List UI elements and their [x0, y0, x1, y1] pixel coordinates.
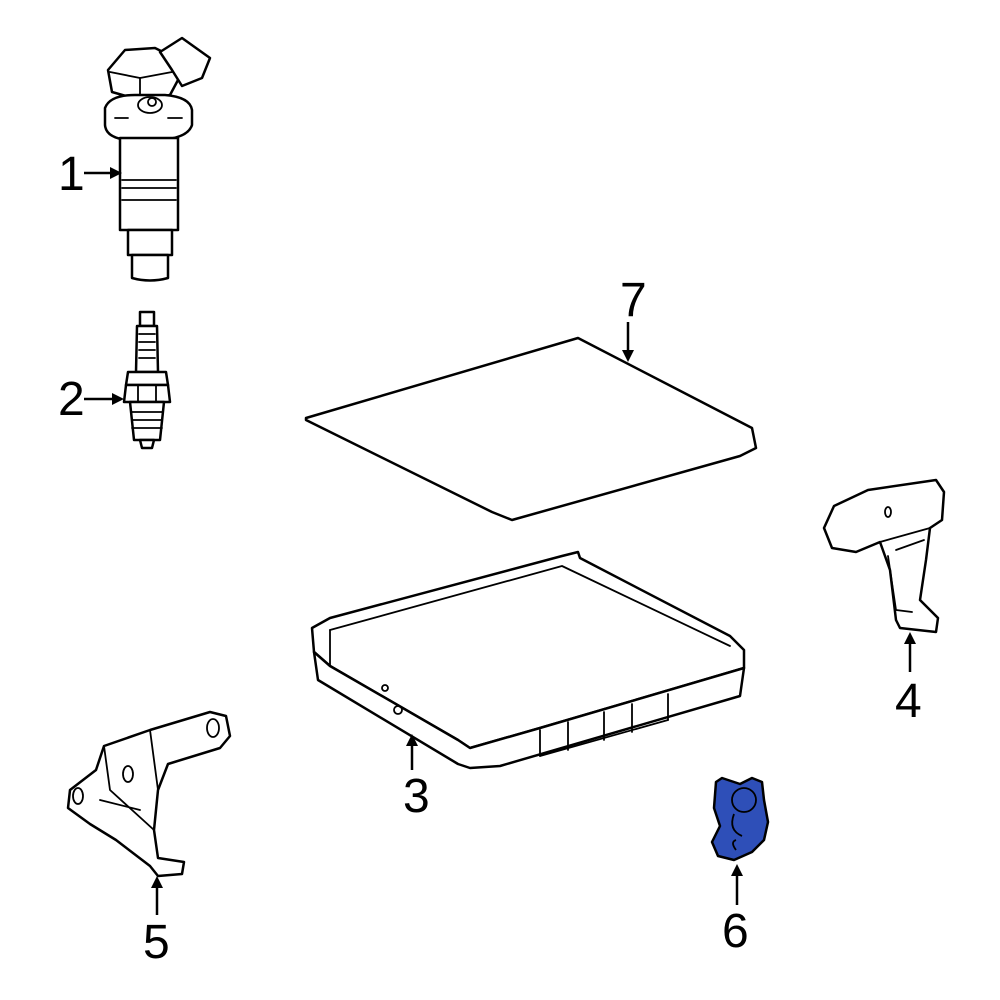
- callout-4: 4: [895, 632, 922, 728]
- part-bracket-4[interactable]: [822, 478, 946, 634]
- part-cover-plate[interactable]: [304, 336, 758, 522]
- callout-7: 7: [620, 274, 647, 362]
- callout-2: 2: [58, 373, 124, 426]
- callout-label-7: 7: [620, 274, 647, 327]
- callout-6: 6: [722, 864, 749, 958]
- part-bracket-5[interactable]: [66, 710, 232, 878]
- callout-label-6: 6: [722, 905, 749, 958]
- callout-label-3: 3: [403, 770, 430, 823]
- callout-label-1: 1: [58, 148, 85, 201]
- part-ignition-coil[interactable]: [103, 36, 212, 282]
- callout-label-5: 5: [143, 916, 170, 969]
- callout-1: 1: [58, 148, 122, 201]
- part-spark-plug[interactable]: [122, 310, 172, 450]
- callout-label-4: 4: [895, 675, 922, 728]
- callout-5: 5: [143, 876, 170, 969]
- part-highlighted-6[interactable]: [710, 776, 770, 862]
- part-ecu[interactable]: [310, 550, 746, 770]
- callout-label-2: 2: [58, 373, 85, 426]
- callout-3: 3: [403, 734, 430, 823]
